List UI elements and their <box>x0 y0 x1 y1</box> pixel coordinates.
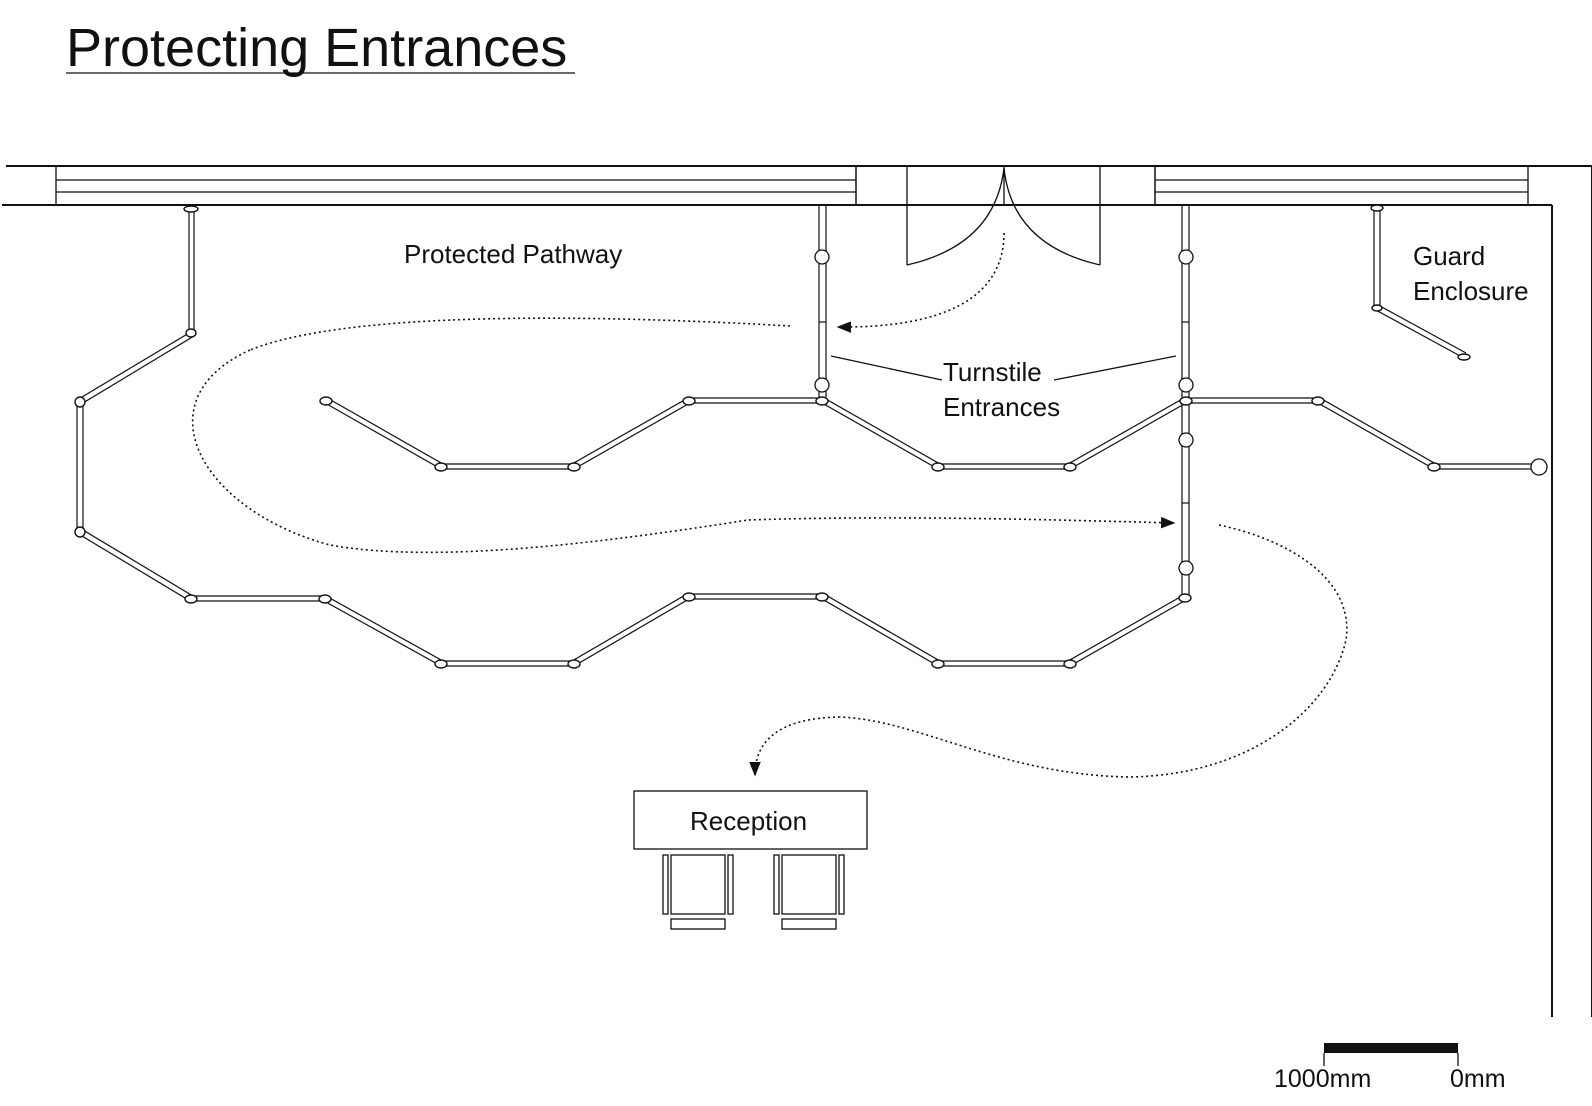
barrier-left-wall <box>76 208 1187 667</box>
turnstile-left <box>814 205 830 405</box>
building-walls <box>2 165 1592 1017</box>
guard-enclosure-barrier <box>1370 204 1471 361</box>
barrier-posts <box>74 205 1548 669</box>
turnstile-leader-lines <box>830 355 1177 381</box>
reception-desk <box>633 790 868 850</box>
scale-bar <box>1323 1043 1459 1066</box>
scale-label-left: 1000mm <box>1274 1065 1371 1093</box>
turnstile-label-line2: Entrances <box>943 392 1060 422</box>
turnstile-label-line1: Turnstile <box>943 357 1042 387</box>
scale-label-right: 0mm <box>1450 1065 1506 1093</box>
window-right <box>1154 165 1529 206</box>
guard-label-line2: Enclosure <box>1413 276 1529 306</box>
protected-pathway-label: Protected Pathway <box>404 239 622 269</box>
double-door <box>855 166 1156 266</box>
guard-label-line1: Guard <box>1413 241 1485 271</box>
window-left <box>55 165 857 206</box>
page-title: Protecting Entrances <box>66 18 567 78</box>
chair-right <box>773 854 845 930</box>
walking-path <box>191 232 1348 778</box>
barrier-inner-upper <box>324 397 1534 470</box>
reception-label: Reception <box>690 806 807 836</box>
chair-left <box>662 854 734 930</box>
turnstile-right <box>1178 205 1194 600</box>
